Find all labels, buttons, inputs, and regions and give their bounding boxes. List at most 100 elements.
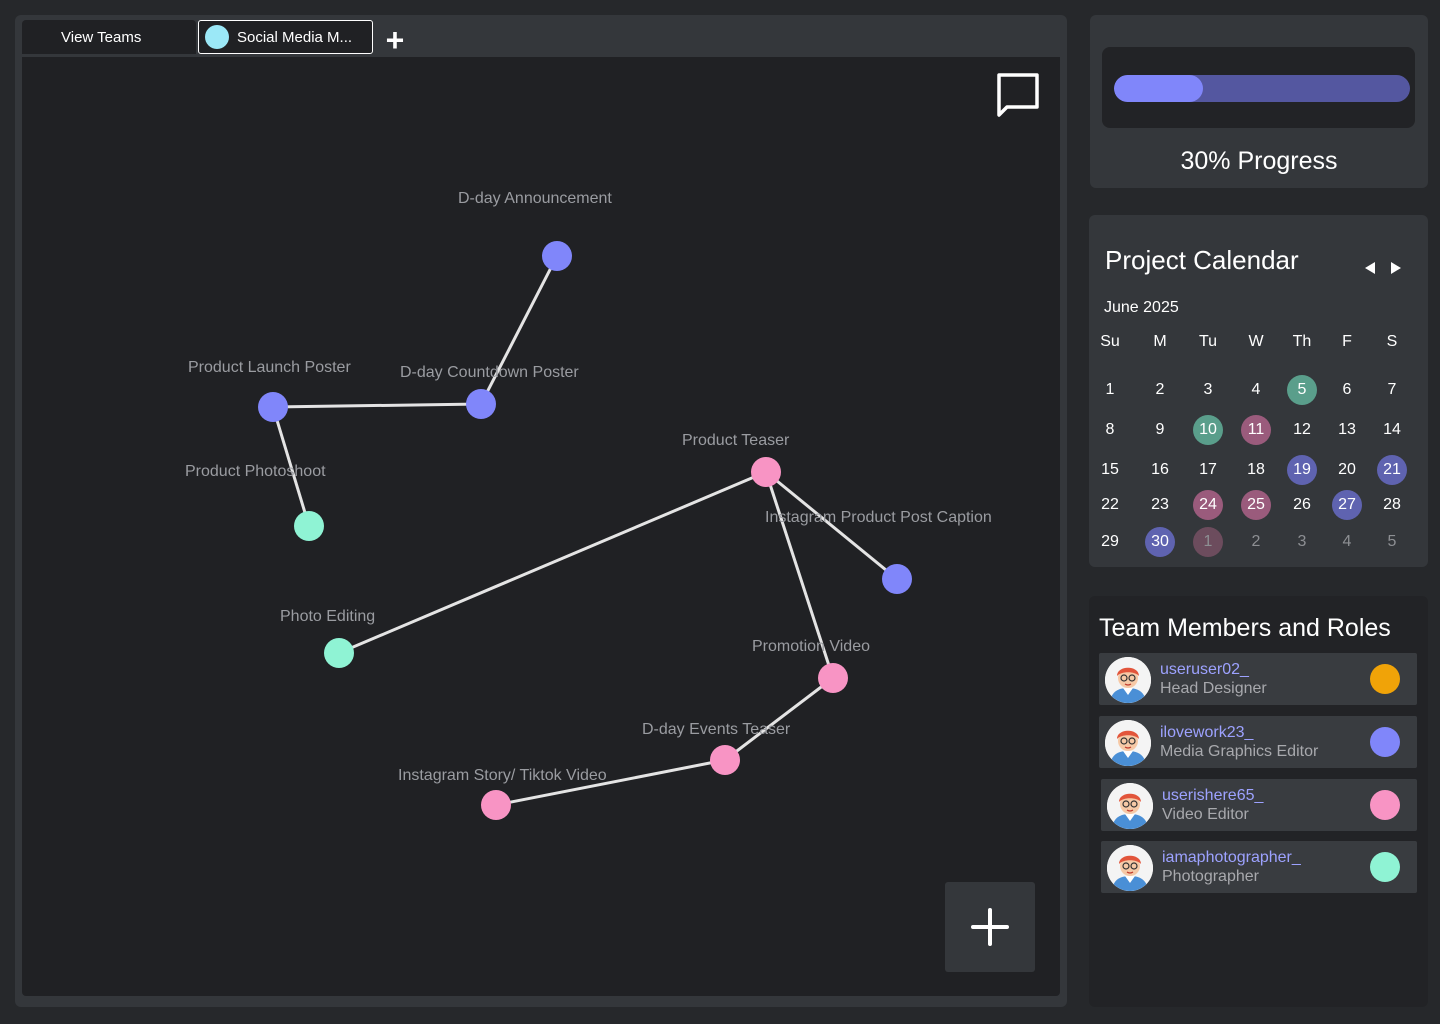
member-role: Photographer <box>1162 868 1259 885</box>
calendar-day[interactable]: 15 <box>1101 461 1119 478</box>
member-username: useruser02_ <box>1160 661 1249 678</box>
weekday-w: W <box>1248 333 1264 350</box>
task-node-instagram-story-tiktok-video[interactable] <box>481 790 511 820</box>
add-tab-button[interactable]: + <box>381 22 409 58</box>
edge-dday-announcement-dday-countdown-poster <box>479 255 559 405</box>
task-node-promotion-video[interactable] <box>818 663 848 693</box>
chevron-left-icon[interactable] <box>1363 261 1377 275</box>
avatar <box>1107 783 1153 829</box>
task-label-promotion-video: Promotion Video <box>752 638 870 655</box>
calendar-day-highlighted[interactable]: 1 <box>1193 527 1223 557</box>
member-color-dot <box>1370 790 1400 820</box>
calendar-title: Project Calendar <box>1105 245 1299 275</box>
team-members-panel: Team Members and Roles useruser02_ Head D… <box>1089 596 1428 1007</box>
calendar-day[interactable]: 9 <box>1155 421 1165 438</box>
team-member-card[interactable]: ilovework23_Media Graphics Editor <box>1099 716 1417 768</box>
calendar-day[interactable]: 16 <box>1151 461 1169 478</box>
calendar-day[interactable]: 1 <box>1105 381 1115 398</box>
team-member-card[interactable]: iamaphotographer_ Photographer <box>1101 841 1417 893</box>
weekday-m: M <box>1153 333 1167 350</box>
team-title: Team Members and Roles <box>1099 614 1391 642</box>
calendar-day-highlighted[interactable]: 19 <box>1287 455 1317 485</box>
calendar-day[interactable]: 2 <box>1251 533 1261 550</box>
member-username: iamaphotographer_ <box>1162 849 1301 866</box>
calendar-day-highlighted[interactable]: 25 <box>1241 490 1271 520</box>
edge-product-teaser-promotion-video <box>764 471 835 679</box>
calendar-day[interactable]: 18 <box>1247 461 1265 478</box>
calendar-day[interactable]: 17 <box>1199 461 1217 478</box>
calendar-day[interactable]: 8 <box>1105 421 1115 438</box>
calendar-day[interactable]: 20 <box>1338 461 1356 478</box>
calendar-day-highlighted[interactable]: 11 <box>1241 415 1271 445</box>
calendar-month: June 2025 <box>1104 299 1179 316</box>
calendar-day[interactable]: 22 <box>1101 496 1119 513</box>
member-role: Video Editor <box>1162 806 1249 823</box>
calendar-day[interactable]: 3 <box>1203 381 1213 398</box>
edge-product-teaser-instagram-product-post-caption <box>765 470 898 581</box>
plus-icon <box>971 908 1009 946</box>
progress-track <box>1114 75 1410 102</box>
progress-panel: 30% Progress <box>1090 15 1428 188</box>
calendar-day-highlighted[interactable]: 30 <box>1145 527 1175 557</box>
team-member-card[interactable]: userishere65_ Video Editor <box>1101 779 1417 831</box>
calendar-day-highlighted[interactable]: 5 <box>1287 375 1317 405</box>
weekday-tu: Tu <box>1198 333 1218 350</box>
tab-view-teams[interactable]: View Teams <box>22 20 196 54</box>
calendar-day-highlighted[interactable]: 21 <box>1377 455 1407 485</box>
calendar-day-highlighted[interactable]: 27 <box>1332 490 1362 520</box>
edge-product-launch-poster-product-photoshoot <box>271 406 311 527</box>
team-member-card[interactable]: useruser02_ Head Designer <box>1099 653 1417 705</box>
calendar-day[interactable]: 29 <box>1101 533 1119 550</box>
calendar-day[interactable]: 4 <box>1251 381 1261 398</box>
avatar <box>1105 657 1151 703</box>
member-username: userishere65_ <box>1162 787 1264 804</box>
calendar-day[interactable]: 3 <box>1297 533 1307 550</box>
workspace-panel: View Teams Social Media M... + D-day Ann… <box>15 15 1067 1007</box>
task-node-dday-countdown-poster[interactable] <box>466 389 496 419</box>
edge-dday-events-teaser-instagram-story-tiktok-video <box>495 758 726 807</box>
progress-bar-container <box>1102 47 1415 128</box>
chevron-right-icon[interactable] <box>1389 261 1403 275</box>
chat-icon[interactable] <box>995 71 1041 117</box>
calendar-day-highlighted[interactable]: 24 <box>1193 490 1223 520</box>
member-role: Head Designer <box>1160 680 1267 697</box>
task-label-product-teaser: Product Teaser <box>682 432 790 449</box>
calendar-day[interactable]: 13 <box>1338 421 1356 438</box>
project-color-dot <box>205 25 229 49</box>
calendar-day[interactable]: 6 <box>1342 381 1352 398</box>
task-node-product-launch-poster[interactable] <box>258 392 288 422</box>
edge-promotion-video-dday-events-teaser <box>724 676 834 762</box>
task-node-product-teaser[interactable] <box>751 457 781 487</box>
task-label-dday-countdown-poster: D-day Countdown Poster <box>400 364 579 381</box>
task-node-product-photoshoot[interactable] <box>294 511 324 541</box>
task-label-product-launch-poster: Product Launch Poster <box>188 359 351 376</box>
calendar-day-highlighted[interactable]: 10 <box>1193 415 1223 445</box>
tab-current-project[interactable]: Social Media M... <box>198 20 373 54</box>
calendar-day[interactable]: 7 <box>1387 381 1397 398</box>
calendar-day[interactable]: 2 <box>1155 381 1165 398</box>
task-label-instagram-story-tiktok-video: Instagram Story/ Tiktok Video <box>398 767 607 784</box>
task-node-photo-editing[interactable] <box>324 638 354 668</box>
member-color-dot <box>1370 727 1400 757</box>
plus-icon: + <box>385 22 405 58</box>
task-node-dday-events-teaser[interactable] <box>710 745 740 775</box>
edge-product-launch-poster-dday-countdown-poster <box>272 402 482 409</box>
calendar-day[interactable]: 4 <box>1342 533 1352 550</box>
calendar-day[interactable]: 28 <box>1383 496 1401 513</box>
calendar-day[interactable]: 12 <box>1293 421 1311 438</box>
task-node-dday-announcement[interactable] <box>542 241 572 271</box>
add-task-button[interactable] <box>945 882 1035 972</box>
calendar-day[interactable]: 23 <box>1151 496 1169 513</box>
calendar-day[interactable]: 26 <box>1293 496 1311 513</box>
weekday-s: S <box>1386 333 1398 350</box>
calendar-day[interactable]: 14 <box>1383 421 1401 438</box>
task-node-instagram-product-post-caption[interactable] <box>882 564 912 594</box>
member-role: Media Graphics Editor <box>1160 743 1319 760</box>
member-color-dot <box>1370 852 1400 882</box>
calendar-day[interactable]: 5 <box>1387 533 1397 550</box>
tab-current-project-label: Social Media M... <box>237 28 353 46</box>
task-label-photo-editing: Photo Editing <box>280 608 375 625</box>
